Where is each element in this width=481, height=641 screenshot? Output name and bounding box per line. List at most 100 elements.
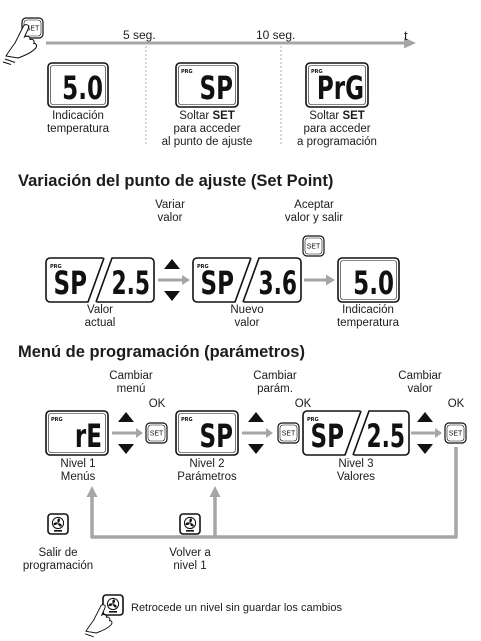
caption-level-3: Nivel 3 Valores	[298, 458, 414, 484]
arrow-up-icon	[209, 486, 221, 497]
caption-temperature: Indicación temperatura	[20, 110, 136, 136]
down-triangle-icon	[248, 444, 264, 454]
caption-line: Cambiar	[398, 370, 442, 382]
display-readout: 5.0	[62, 69, 103, 107]
caption-line: Nivel 2	[189, 458, 225, 470]
dual-display-new: PRG SP 3.6	[192, 256, 302, 304]
fan-button-icon	[102, 594, 124, 616]
arrow-right-head	[435, 428, 442, 438]
set-button-frame	[444, 422, 467, 444]
arrow-right-head	[266, 428, 273, 438]
display-frame	[175, 410, 239, 456]
timeline-arrowhead	[404, 37, 416, 49]
display-frame	[337, 257, 400, 303]
display-inner-frame	[178, 413, 236, 453]
fan-blades	[108, 599, 117, 608]
set-button-label: SET	[150, 431, 164, 438]
fan-blades	[53, 518, 62, 527]
hand-sleeve	[84, 633, 94, 638]
set-button-inner	[304, 237, 323, 255]
prg-indicator: PRG	[181, 69, 193, 75]
set-button-label: SET	[449, 431, 463, 438]
caption-line: Cambiar	[253, 370, 297, 382]
display-temperature-result: 5.0	[337, 257, 400, 303]
adjust-arrows	[411, 412, 442, 454]
prg-indicator: PRG	[50, 264, 62, 270]
set-button-frame	[277, 422, 300, 444]
fan-button-icon	[47, 513, 69, 535]
caption-line: Soltar SET	[149, 110, 265, 123]
caption-line: parám.	[257, 383, 293, 395]
display-frame	[175, 62, 239, 108]
label-accept-exit: Aceptar valor y salir	[256, 199, 372, 225]
display-inner-frame	[178, 65, 236, 105]
caption-line: Volver a	[169, 547, 211, 559]
caption-line: menú	[116, 383, 146, 395]
prg-indicator: PRG	[51, 417, 63, 423]
caption-line: Menús	[60, 471, 96, 483]
display-slash-gap	[235, 256, 259, 304]
set-button-inner	[279, 424, 298, 442]
caption-key: SET	[342, 110, 365, 122]
set-button-label: SET	[282, 431, 296, 438]
footnote: Retrocede un nivel sin guardar los cambi…	[131, 602, 342, 614]
caption-current-value: Valor actual	[42, 304, 158, 330]
up-triangle-icon	[248, 412, 264, 422]
down-triangle-icon	[118, 444, 134, 454]
set-button-inner	[147, 424, 166, 442]
fan-ring	[183, 516, 197, 530]
ok-label: OK	[294, 398, 312, 410]
caption-programming-access: Soltar SET para acceder a programación	[279, 110, 395, 149]
arrow-right-head	[326, 274, 335, 286]
hand-outline	[5, 24, 38, 59]
caption-level-2: Nivel 2 Parámetros	[149, 458, 265, 484]
set-button-frame	[302, 235, 325, 257]
set-button-icon: SET	[277, 422, 300, 444]
display-level-1: PRG rE	[45, 410, 109, 456]
caption-line: Valor	[87, 304, 113, 316]
set-button-icon: SET	[145, 422, 168, 444]
caption-line: Valores	[336, 471, 376, 483]
set-button-inner	[446, 424, 465, 442]
caption-line: para acceder	[303, 123, 371, 135]
caption-line: valor	[407, 383, 433, 395]
display-slash-gap	[88, 256, 112, 304]
display-value: 3.6	[258, 266, 297, 302]
display-setpoint: PRG SP	[175, 62, 239, 108]
caption-line: actual	[84, 317, 116, 329]
prg-indicator: PRG	[307, 417, 319, 423]
display-readout: PrG	[317, 69, 364, 107]
hand-outline	[85, 604, 113, 634]
caption-line: al punto de ajuste	[161, 136, 253, 148]
caption-line: nivel 1	[173, 560, 207, 572]
caption-temperature-result: Indicación temperatura	[310, 304, 426, 330]
display-inner-frame	[308, 65, 366, 105]
display-param: SP	[54, 264, 87, 302]
caption-line: Variar	[155, 199, 185, 211]
up-triangle-icon	[118, 412, 134, 422]
display-value: 2.5	[366, 419, 405, 455]
caption-line: Aceptar	[294, 199, 334, 211]
up-triangle-icon	[417, 412, 433, 422]
down-triangle-icon	[164, 291, 180, 301]
return-flow	[86, 447, 458, 539]
ok-label: OK	[148, 398, 166, 410]
label-change-menu: Cambiar menú	[73, 370, 189, 396]
caption-line: para acceder	[173, 123, 241, 135]
display-slash-edge	[352, 410, 370, 456]
display-programming: PRG PrG	[305, 62, 369, 108]
section-heading-menu: Menú de programación (parámetros)	[18, 343, 305, 361]
caption-line: temperatura	[46, 123, 109, 135]
label-change-param: Cambiar parám.	[217, 370, 333, 396]
fan-button-icon	[179, 513, 201, 535]
caption-exit-programming: Salir de programación	[0, 547, 116, 573]
caption-line: temperatura	[336, 317, 399, 329]
adjust-arrows	[158, 259, 190, 301]
caption-text: Soltar	[309, 110, 340, 122]
caption-line: programación	[22, 560, 94, 572]
display-param: SP	[311, 417, 344, 455]
display-slash-edge	[344, 410, 362, 456]
down-triangle-icon	[417, 444, 433, 454]
